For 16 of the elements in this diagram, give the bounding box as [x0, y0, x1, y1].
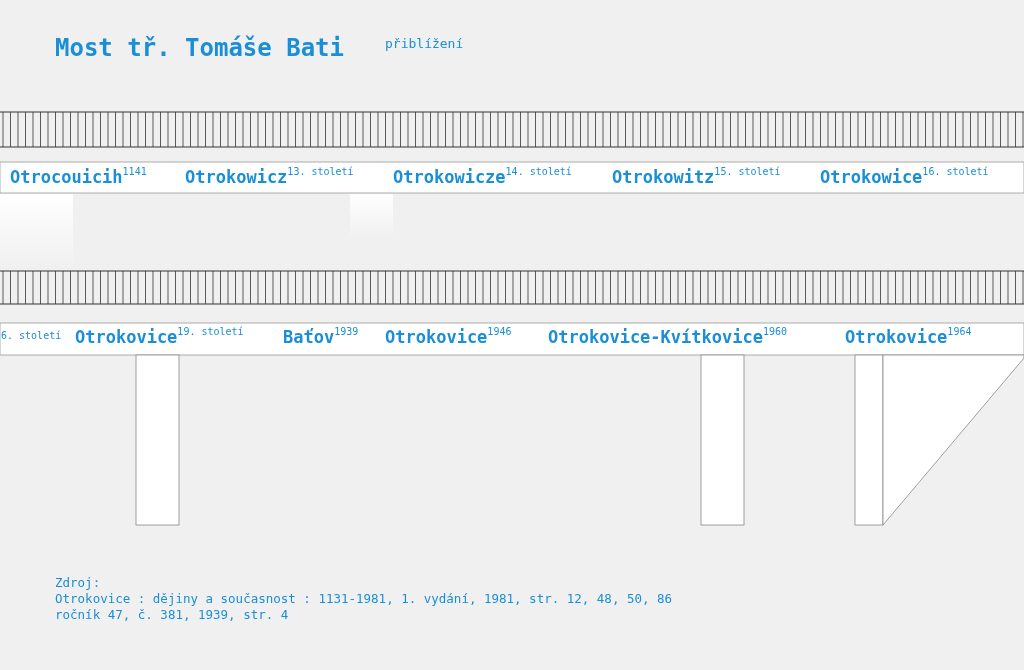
place-name: Otrokowicze$^{14. století}$ — [393, 166, 572, 187]
title-heading: Most tř. Tomáše Bati — [55, 34, 344, 62]
place-name: 6. století — [1, 330, 62, 341]
subtitle-text: přiblížení — [385, 36, 464, 51]
place-name: Otrocouicih$^{1141}$ — [10, 166, 147, 187]
place-name: Otrokovice$^{19. století}$ — [75, 326, 244, 347]
place-name: Otrokowitz$^{15. století}$ — [612, 166, 781, 187]
place-name: Otrokovice$^{1964}$ — [845, 326, 972, 347]
source-heading: Zdroj: — [55, 575, 101, 590]
place-name: Otrokovice-Kvítkovice$^{1960}$ — [548, 326, 788, 347]
place-name: Baťov$^{1939}$ — [283, 326, 359, 347]
source-citation: ročník 47, č. 381, 1939, str. 4 — [55, 607, 289, 622]
place-name: Otrokowicz$^{13. století}$ — [185, 166, 354, 187]
place-name: Otrokowice$^{16. století}$ — [820, 166, 989, 187]
place-name: Otrokovice$^{1946}$ — [385, 326, 512, 347]
source-citation: Otrokovice : dějiny a současnost : 1131-1981, 1. vydání, 1981, str. 12, 48, 50, 86 — [55, 591, 673, 606]
